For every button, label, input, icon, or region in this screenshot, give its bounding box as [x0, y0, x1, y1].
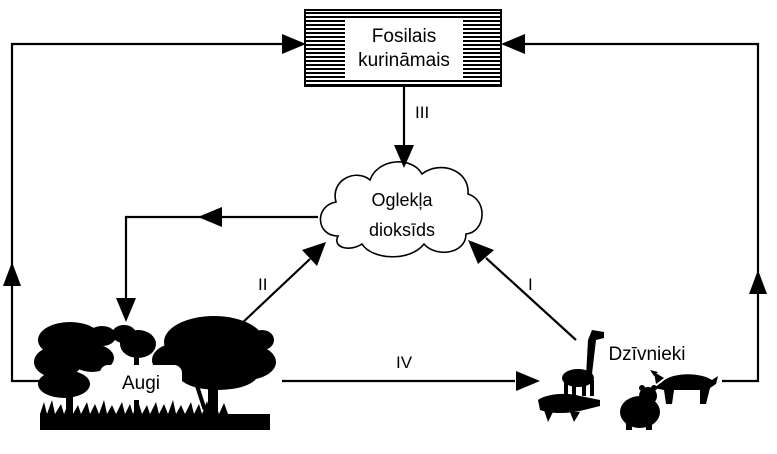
arrowhead-icon: [501, 34, 525, 54]
animals-icon: [538, 330, 718, 430]
arrow-animals-to-fossil: [522, 42, 760, 383]
co2-label-line1: Oglekļa: [371, 190, 433, 210]
plants-label: Augi: [122, 373, 160, 394]
arrowheads: [3, 34, 767, 391]
connector-lines: [10, 42, 760, 383]
arrowhead-icon: [282, 34, 306, 54]
arrowhead-icon: [394, 145, 414, 168]
arrowhead-icon: [468, 240, 494, 264]
arrowhead-icon: [3, 262, 21, 286]
arrow-label-III: III: [415, 103, 429, 122]
arrow-I: [485, 257, 577, 341]
animals-node: Dzīvnieki: [538, 330, 718, 430]
fossil-fuel-node: Fosilais kurināmais: [304, 9, 502, 87]
plants-node: Augi: [34, 316, 276, 430]
arrow-co2-to-plants: [124, 215, 318, 300]
arrow-label-I: I: [528, 275, 533, 294]
arrowhead-icon: [116, 298, 136, 322]
animals-label: Dzīvnieki: [608, 344, 685, 365]
co2-label-line2: dioksīds: [369, 220, 435, 240]
trees-icon: [34, 316, 276, 430]
fossil-fuel-label-line2: kurināmais: [358, 50, 450, 71]
wolf-icon: [650, 370, 718, 404]
bear-icon: [620, 385, 660, 430]
co2-cloud-node: Oglekļa dioksīds: [319, 161, 483, 258]
fossil-fuel-label-line1: Fosilais: [372, 26, 436, 47]
arrow-label-II: II: [258, 275, 267, 294]
arrow-label-IV: IV: [396, 353, 413, 372]
arrow-plants-to-fossil: [10, 42, 286, 383]
arrowhead-icon: [749, 270, 767, 294]
plants-label-bg: [100, 365, 182, 400]
cloud-shape: [319, 161, 483, 258]
giraffe-icon: [562, 330, 604, 396]
arrow-II: [239, 258, 311, 326]
arrowhead-icon: [198, 207, 222, 227]
arrowhead-icon: [516, 371, 540, 391]
crocodile-icon: [538, 393, 600, 422]
arrowhead-icon: [302, 242, 326, 266]
